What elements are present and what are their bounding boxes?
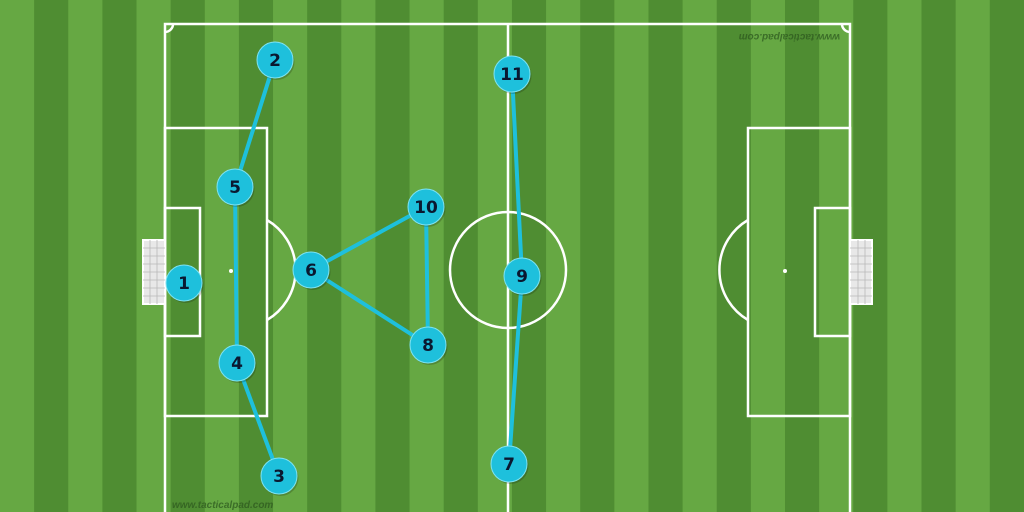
grass-stripe bbox=[716, 0, 752, 512]
player-number: 8 bbox=[422, 336, 434, 356]
player-circle[interactable] bbox=[260, 457, 298, 495]
player-number: 6 bbox=[305, 261, 317, 281]
player-token-1[interactable]: 1 bbox=[165, 264, 204, 303]
grass-stripe bbox=[204, 0, 240, 512]
watermark-bottom: www.tacticalpad.com bbox=[172, 500, 273, 511]
watermark-top: www.tacticalpad.com bbox=[739, 31, 840, 42]
grass-stripe bbox=[921, 0, 957, 512]
link-p10-p8 bbox=[424, 205, 430, 347]
center-circle bbox=[448, 210, 568, 330]
link-p4-p3 bbox=[235, 361, 281, 478]
player-token-2[interactable]: 2 bbox=[256, 41, 295, 80]
player-number: 2 bbox=[269, 51, 281, 71]
player-token-7[interactable]: 7 bbox=[490, 445, 529, 484]
left-goal-net bbox=[142, 239, 166, 305]
player-circle[interactable] bbox=[165, 264, 203, 302]
player-number: 7 bbox=[503, 455, 515, 475]
player-token-11[interactable]: 11 bbox=[493, 55, 532, 94]
grass-stripe bbox=[682, 0, 718, 512]
player-number: 11 bbox=[500, 65, 524, 85]
grass-stripe bbox=[341, 0, 376, 512]
player-circle[interactable] bbox=[216, 168, 254, 206]
corner-arc-top-left bbox=[164, 23, 175, 34]
player-token-6[interactable]: 6 bbox=[292, 251, 331, 290]
player-number: 4 bbox=[231, 354, 243, 374]
grass-stripe bbox=[887, 0, 923, 512]
players: 1 2 3 4 5 6 7 8 9 10 11 bbox=[165, 41, 542, 496]
player-circle[interactable] bbox=[256, 41, 294, 79]
right-penalty-spot bbox=[783, 269, 787, 273]
player-token-4[interactable]: 4 bbox=[218, 344, 257, 383]
grass-stripe bbox=[580, 0, 615, 512]
player-circle[interactable] bbox=[292, 251, 330, 289]
player-token-9[interactable]: 9 bbox=[503, 257, 542, 296]
grass-stripe bbox=[648, 0, 684, 512]
right-penalty-arc bbox=[718, 218, 749, 322]
player-number: 3 bbox=[273, 467, 285, 487]
grass-stripe bbox=[102, 0, 138, 512]
link-p9-p7 bbox=[507, 274, 524, 466]
grass-stripe bbox=[68, 0, 103, 512]
player-number: 10 bbox=[414, 198, 438, 218]
right-goal-net bbox=[849, 239, 873, 305]
player-number: 9 bbox=[516, 267, 528, 287]
grass-stripe bbox=[375, 0, 411, 512]
link-p8-p6 bbox=[309, 268, 430, 347]
link-p5-p4 bbox=[233, 185, 239, 365]
player-number: 5 bbox=[229, 178, 241, 198]
player-token-10[interactable]: 10 bbox=[407, 188, 446, 227]
grass-stripe bbox=[989, 0, 1024, 512]
grass-stripe bbox=[955, 0, 991, 512]
grass-stripe bbox=[443, 0, 479, 512]
left-penalty-spot bbox=[229, 269, 233, 273]
player-circle[interactable] bbox=[407, 188, 445, 226]
player-token-5[interactable]: 5 bbox=[216, 168, 255, 207]
player-circle[interactable] bbox=[503, 257, 541, 295]
player-token-8[interactable]: 8 bbox=[409, 326, 448, 365]
player-token-3[interactable]: 3 bbox=[260, 457, 299, 496]
player-circle[interactable] bbox=[218, 344, 256, 382]
grass-stripe bbox=[614, 0, 649, 512]
corner-arc-top-right bbox=[840, 23, 851, 34]
player-links bbox=[233, 58, 524, 478]
link-p6-p10 bbox=[309, 205, 428, 272]
link-p11-p9 bbox=[510, 72, 524, 278]
player-circle[interactable] bbox=[409, 326, 447, 364]
player-circle[interactable] bbox=[493, 55, 531, 93]
link-p2-p5 bbox=[233, 58, 277, 189]
player-circle[interactable] bbox=[490, 445, 528, 483]
grass-stripe bbox=[34, 0, 69, 512]
player-number: 1 bbox=[178, 274, 190, 294]
grass-stripe bbox=[750, 0, 786, 512]
grass-stripe bbox=[0, 0, 35, 512]
grass-stripe bbox=[819, 0, 854, 512]
